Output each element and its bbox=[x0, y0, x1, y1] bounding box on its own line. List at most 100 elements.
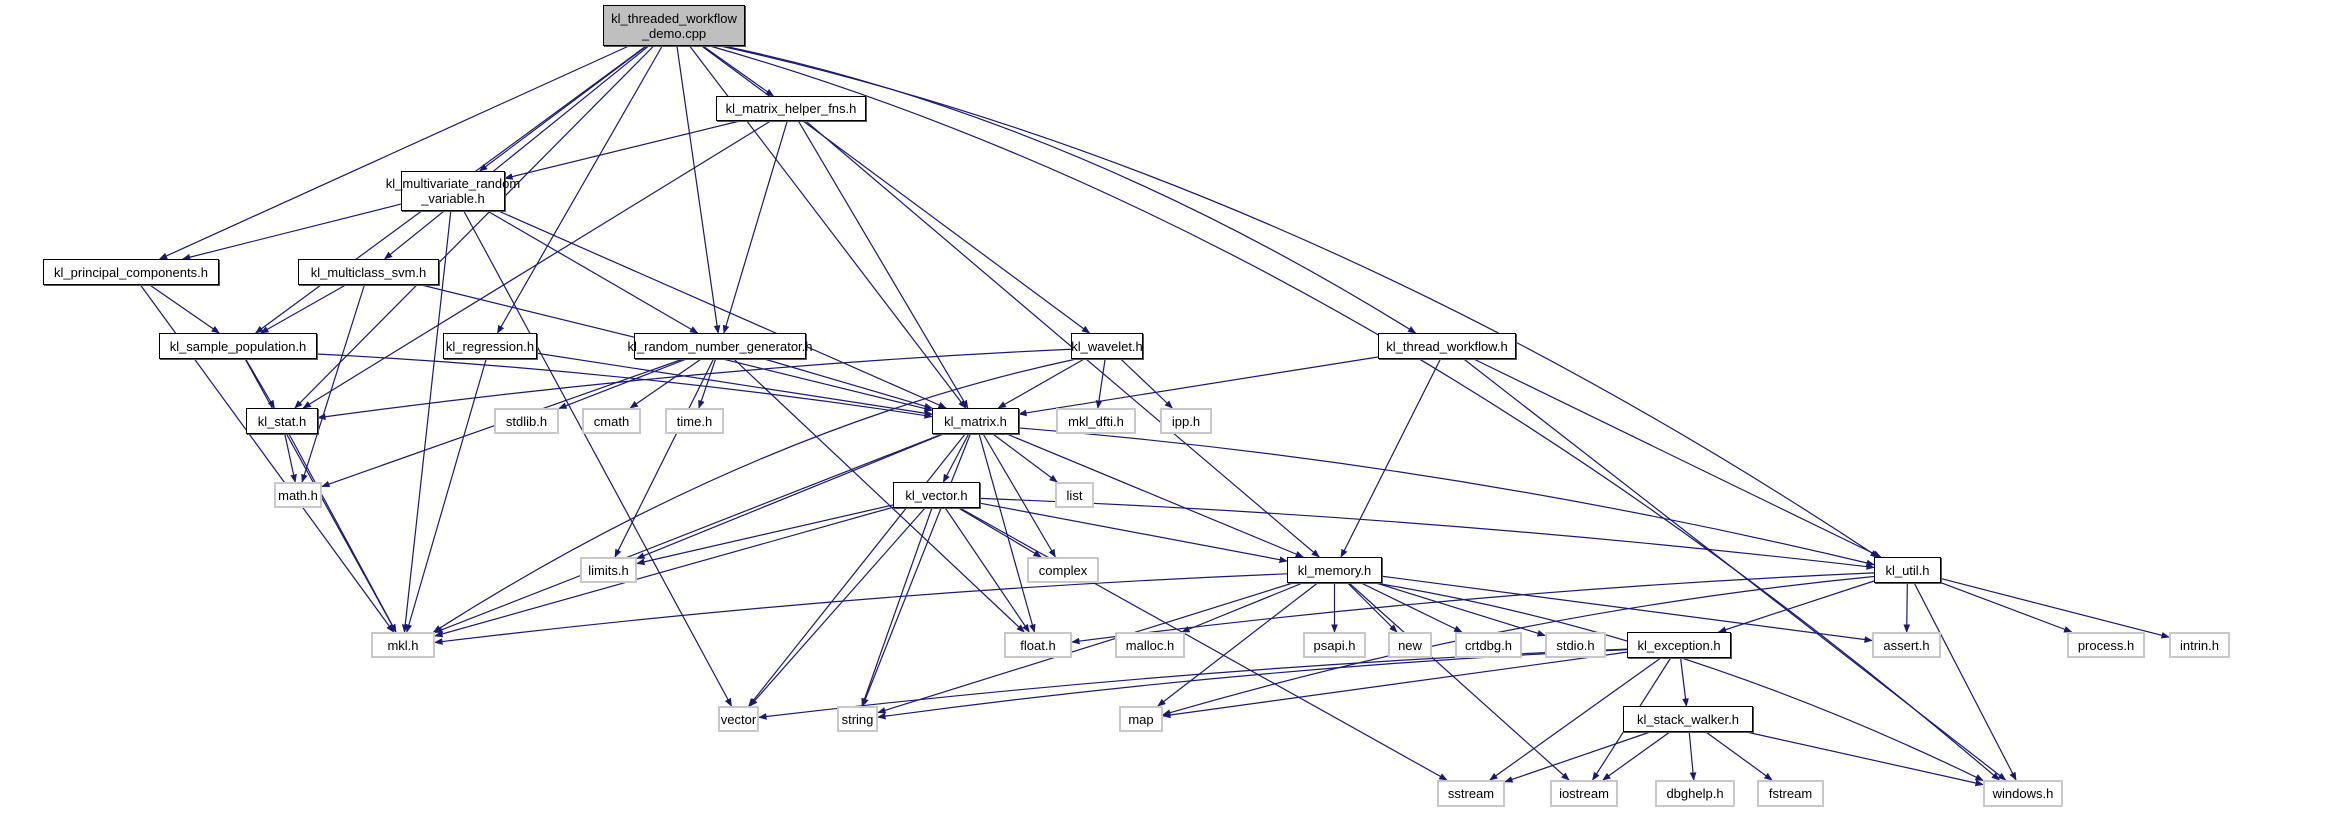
node-time: time.h bbox=[665, 408, 724, 434]
edge-principal-components-to-mkl bbox=[139, 284, 395, 633]
node-psapi: psapi.h bbox=[1303, 632, 1366, 658]
edge-mvrv-to-rng bbox=[487, 210, 699, 334]
node-process: process.h bbox=[2067, 632, 2145, 658]
edge-mvrv-to-mkl bbox=[401, 210, 452, 633]
edge-matrix-helper-fns-to-memory bbox=[805, 120, 1320, 558]
node-new: new bbox=[1388, 632, 1432, 658]
edge-matrix-helper-fns-to-matrix bbox=[797, 120, 969, 409]
edge-matrix-helper-fns-to-stat bbox=[302, 120, 771, 409]
edge-root-to-multiclass-svm bbox=[383, 45, 649, 260]
node-mkl: mkl.h bbox=[371, 632, 435, 658]
edge-wavelet-to-matrix bbox=[997, 358, 1085, 409]
node-vector: vector bbox=[718, 706, 759, 732]
node-principal-components[interactable]: kl_principal_components.h bbox=[43, 259, 219, 285]
edge-matrix-to-limits bbox=[636, 433, 944, 559]
edge-exception-to-map bbox=[1162, 651, 1628, 719]
edge-matrix-to-list bbox=[992, 433, 1058, 483]
node-multiclass-svm[interactable]: kl_multiclass_svm.h bbox=[298, 259, 439, 285]
edge-mvrv-to-vector bbox=[463, 210, 732, 707]
edge-vector-h-to-complex bbox=[958, 507, 1042, 558]
node-memory[interactable]: kl_memory.h bbox=[1287, 557, 1382, 583]
node-exception[interactable]: kl_exception.h bbox=[1627, 632, 1731, 658]
edge-root-to-principal-components bbox=[158, 45, 630, 260]
edge-rng-to-time bbox=[698, 358, 717, 409]
node-malloc: malloc.h bbox=[1115, 632, 1185, 658]
edge-matrix-helper-fns-to-rng bbox=[722, 120, 788, 334]
node-math: math.h bbox=[274, 482, 322, 508]
edge-vector-h-to-limits bbox=[636, 504, 894, 566]
edge-memory-to-windows bbox=[1374, 582, 1984, 782]
edge-sample-population-to-matrix bbox=[316, 353, 933, 419]
edge-matrix-to-vector bbox=[748, 433, 966, 707]
edge-mvrv-to-matrix bbox=[498, 210, 947, 409]
edge-memory-to-mkl bbox=[434, 573, 1288, 645]
edge-vector-h-to-sstream bbox=[959, 507, 1448, 781]
edge-rng-to-cmath bbox=[629, 358, 702, 409]
edge-wavelet-to-ipp bbox=[1120, 358, 1173, 409]
edge-root-to-stat bbox=[294, 45, 655, 409]
edge-util-to-intrin bbox=[1940, 578, 2170, 639]
node-dbghelp: dbghelp.h bbox=[1655, 780, 1735, 807]
edge-principal-components-to-sample-population bbox=[149, 284, 220, 334]
edge-util-to-assert bbox=[1903, 582, 1911, 633]
node-root[interactable]: kl_threaded_workflow _demo.cpp bbox=[603, 5, 745, 46]
edge-memory-to-string bbox=[877, 582, 1294, 714]
edge-multiclass-svm-to-sample-population bbox=[260, 284, 346, 334]
node-regression[interactable]: kl_regression.h bbox=[443, 333, 537, 359]
edge-regression-to-matrix bbox=[536, 352, 933, 417]
node-vector-h[interactable]: kl_vector.h bbox=[893, 482, 980, 508]
edge-sample-population-to-stat bbox=[245, 358, 275, 409]
edge-thread-workflow-to-memory bbox=[1340, 358, 1442, 558]
edge-stat-to-math bbox=[284, 433, 297, 483]
node-fstream: fstream bbox=[1757, 780, 1824, 807]
node-matrix[interactable]: kl_matrix.h bbox=[932, 408, 1019, 434]
node-windows: windows.h bbox=[1983, 780, 2063, 807]
node-thread-workflow[interactable]: kl_thread_workflow.h bbox=[1378, 333, 1516, 359]
edge-thread-workflow-to-windows bbox=[1463, 358, 2007, 781]
edge-exception-to-sstream bbox=[1489, 657, 1662, 781]
edge-matrix-to-util bbox=[1018, 427, 1875, 567]
edge-stat-to-mkl bbox=[288, 433, 397, 633]
node-stdlib: stdlib.h bbox=[494, 408, 559, 434]
edge-memory-to-stdio bbox=[1376, 582, 1546, 637]
node-map: map bbox=[1119, 706, 1163, 732]
edge-util-to-map bbox=[1162, 575, 1875, 716]
node-stack-walker[interactable]: kl_stack_walker.h bbox=[1623, 706, 1753, 732]
node-wavelet[interactable]: kl_wavelet.h bbox=[1071, 333, 1143, 359]
edge-root-to-matrix-helper-fns bbox=[702, 45, 775, 97]
edge-vector-h-to-util bbox=[979, 497, 1875, 570]
node-iostream: iostream bbox=[1550, 780, 1618, 807]
edge-matrix-helper-fns-to-mvrv bbox=[504, 120, 740, 180]
node-intrin: intrin.h bbox=[2169, 632, 2230, 658]
edge-rng-to-float bbox=[733, 358, 1025, 633]
edge-util-to-float bbox=[1071, 572, 1875, 645]
edge-exception-to-stack-walker bbox=[1679, 657, 1689, 707]
node-sample-population[interactable]: kl_sample_population.h bbox=[159, 333, 317, 359]
node-mvrv[interactable]: kl_multivariate_random _variable.h bbox=[386, 171, 520, 211]
edge-matrix-to-vector-h bbox=[942, 433, 970, 483]
edge-root-to-regression bbox=[496, 45, 663, 334]
edge-rng-to-limits bbox=[614, 358, 715, 558]
edge-memory-to-malloc bbox=[1181, 582, 1303, 633]
edge-root-to-matrix bbox=[689, 45, 967, 409]
node-list: list bbox=[1055, 482, 1094, 508]
edge-matrix-to-float bbox=[978, 433, 1036, 633]
edge-stack-walker-to-sstream bbox=[1504, 731, 1651, 783]
node-util[interactable]: kl_util.h bbox=[1874, 557, 1941, 583]
node-rng[interactable]: kl_random_number_generator.h bbox=[628, 333, 813, 359]
edge-matrix-to-complex bbox=[982, 433, 1056, 558]
edge-stack-walker-to-windows bbox=[1746, 731, 1984, 787]
edge-regression-to-mkl bbox=[405, 358, 487, 633]
node-stdio: stdio.h bbox=[1545, 632, 1606, 658]
node-sstream: sstream bbox=[1437, 780, 1505, 807]
edge-thread-workflow-to-util bbox=[1473, 358, 1882, 558]
node-ipp: ipp.h bbox=[1160, 408, 1212, 434]
node-stat[interactable]: kl_stat.h bbox=[246, 408, 318, 434]
edge-vector-h-to-string bbox=[861, 507, 933, 707]
node-matrix-helper-fns[interactable]: kl_matrix_helper_fns.h bbox=[716, 96, 866, 121]
edge-stack-walker-to-fstream bbox=[1705, 731, 1773, 781]
edge-multiclass-svm-to-math bbox=[301, 284, 365, 483]
edge-matrix-to-memory bbox=[1006, 433, 1304, 558]
